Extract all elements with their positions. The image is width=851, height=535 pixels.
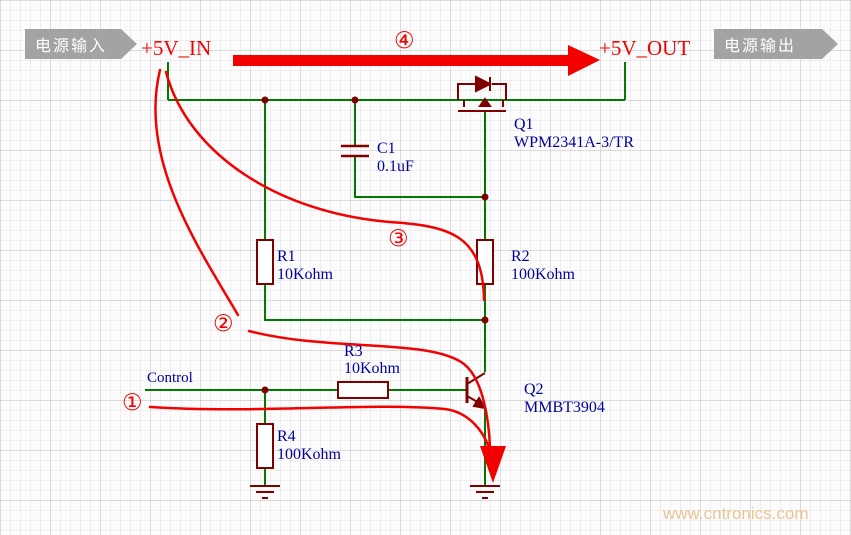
r4-value-label: 100Kohm bbox=[277, 446, 341, 463]
r2-value-label: 100Kohm bbox=[511, 266, 575, 283]
resistor-r2-symbol bbox=[476, 239, 494, 285]
q2-ref-label: Q2 bbox=[524, 381, 544, 398]
ground-symbol-right bbox=[470, 485, 500, 499]
watermark-text: www.cntronics.com bbox=[663, 504, 809, 523]
power-output-banner: 电源输出 bbox=[714, 29, 838, 59]
flow-arrow-main-icon bbox=[233, 45, 600, 76]
step-1-badge: ① bbox=[122, 390, 143, 416]
q2-emitter-arrow-icon bbox=[472, 396, 487, 410]
r1-value-label: 10Kohm bbox=[277, 266, 333, 283]
r4-ref-label: R4 bbox=[277, 428, 296, 445]
q1-ref-label: Q1 bbox=[514, 116, 534, 133]
r3-value-label: 10Kohm bbox=[344, 360, 400, 377]
component-layer bbox=[250, 75, 507, 499]
c1-ref-label: C1 bbox=[377, 140, 396, 157]
c1-value-label: 0.1uF bbox=[377, 158, 414, 175]
ground-symbol-left bbox=[250, 485, 280, 499]
flow-path-2a bbox=[154, 68, 240, 317]
resistor-r3-symbol bbox=[337, 381, 389, 399]
q1-body-diode-icon bbox=[475, 75, 493, 93]
q1-value-label: WPM2341A-3/TR bbox=[514, 134, 634, 151]
net-label-control: Control bbox=[147, 370, 193, 386]
r3-ref-label: R3 bbox=[344, 343, 363, 360]
flow-arrowhead-down-icon bbox=[480, 446, 506, 483]
flow-path-2b bbox=[247, 329, 492, 450]
resistor-r1-symbol bbox=[256, 239, 274, 285]
net-label-vout: +5V_OUT bbox=[599, 36, 691, 60]
r2-ref-label: R2 bbox=[511, 248, 530, 265]
step-2-badge: ② bbox=[213, 311, 234, 337]
resistor-r4-symbol bbox=[256, 423, 274, 469]
power-output-banner-label: 电源输出 bbox=[724, 38, 797, 55]
power-input-banner-label: 电源输入 bbox=[35, 38, 108, 55]
q2-value-label: MMBT3904 bbox=[524, 399, 605, 416]
r1-ref-label: R1 bbox=[277, 248, 296, 265]
junction-dots bbox=[261, 96, 489, 394]
power-input-banner: 电源输入 bbox=[25, 29, 137, 59]
q1-channel-arrow-icon bbox=[478, 97, 492, 107]
flow-path-1 bbox=[148, 405, 491, 450]
wire-c1-bottom bbox=[354, 156, 485, 198]
flow-path-3 bbox=[164, 70, 486, 302]
net-label-vin: +5V_IN bbox=[141, 36, 212, 60]
npn-q2-symbol bbox=[465, 372, 487, 410]
annotation-layer bbox=[148, 45, 600, 483]
step-4-badge: ④ bbox=[394, 28, 415, 54]
mosfet-q1-symbol bbox=[457, 75, 507, 112]
step-3-badge: ③ bbox=[388, 226, 409, 252]
wire-r1-bottom bbox=[264, 284, 485, 321]
capacitor-c1-symbol bbox=[341, 144, 369, 158]
